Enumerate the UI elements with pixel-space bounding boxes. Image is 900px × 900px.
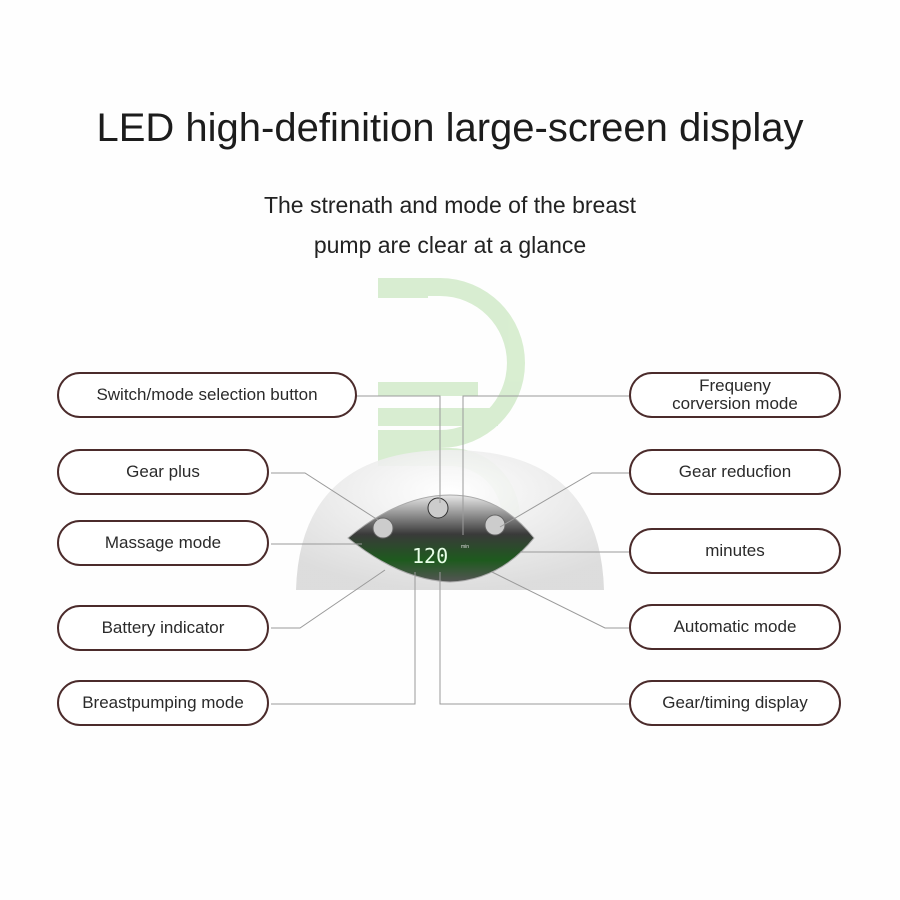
label-line-1: Frequeny bbox=[699, 376, 771, 395]
label-line-2: corversion mode bbox=[672, 394, 798, 413]
subtitle-line-1: The strenath and mode of the breast bbox=[263, 192, 637, 218]
label-gear-plus: Gear plus bbox=[57, 449, 269, 495]
device-image: 120 min bbox=[296, 450, 604, 590]
label-breastpumping-mode: Breastpumping mode bbox=[57, 680, 269, 726]
label-battery-indicator: Battery indicator bbox=[57, 605, 269, 651]
display-unit: min bbox=[461, 544, 469, 550]
label-massage-mode: Massage mode bbox=[57, 520, 269, 566]
label-automatic-mode: Automatic mode bbox=[629, 604, 841, 650]
gear-minus-button bbox=[484, 514, 506, 536]
label-switch-mode: Switch/mode selection button bbox=[57, 372, 357, 418]
label-gear-reduction: Gear reducfion bbox=[629, 449, 841, 495]
label-gear-timing-display: Gear/timing display bbox=[629, 680, 841, 726]
label-minutes: minutes bbox=[629, 528, 841, 574]
mode-button bbox=[427, 497, 449, 519]
label-frequency-conversion: Frequeny corversion mode bbox=[629, 372, 841, 418]
display-digits: 120 bbox=[412, 544, 448, 568]
subtitle-line-2: pump are clear at a glance bbox=[313, 232, 587, 258]
gear-plus-button bbox=[372, 517, 394, 539]
leader-lines bbox=[271, 395, 629, 705]
page-title: LED high-definition large-screen display bbox=[96, 106, 804, 150]
